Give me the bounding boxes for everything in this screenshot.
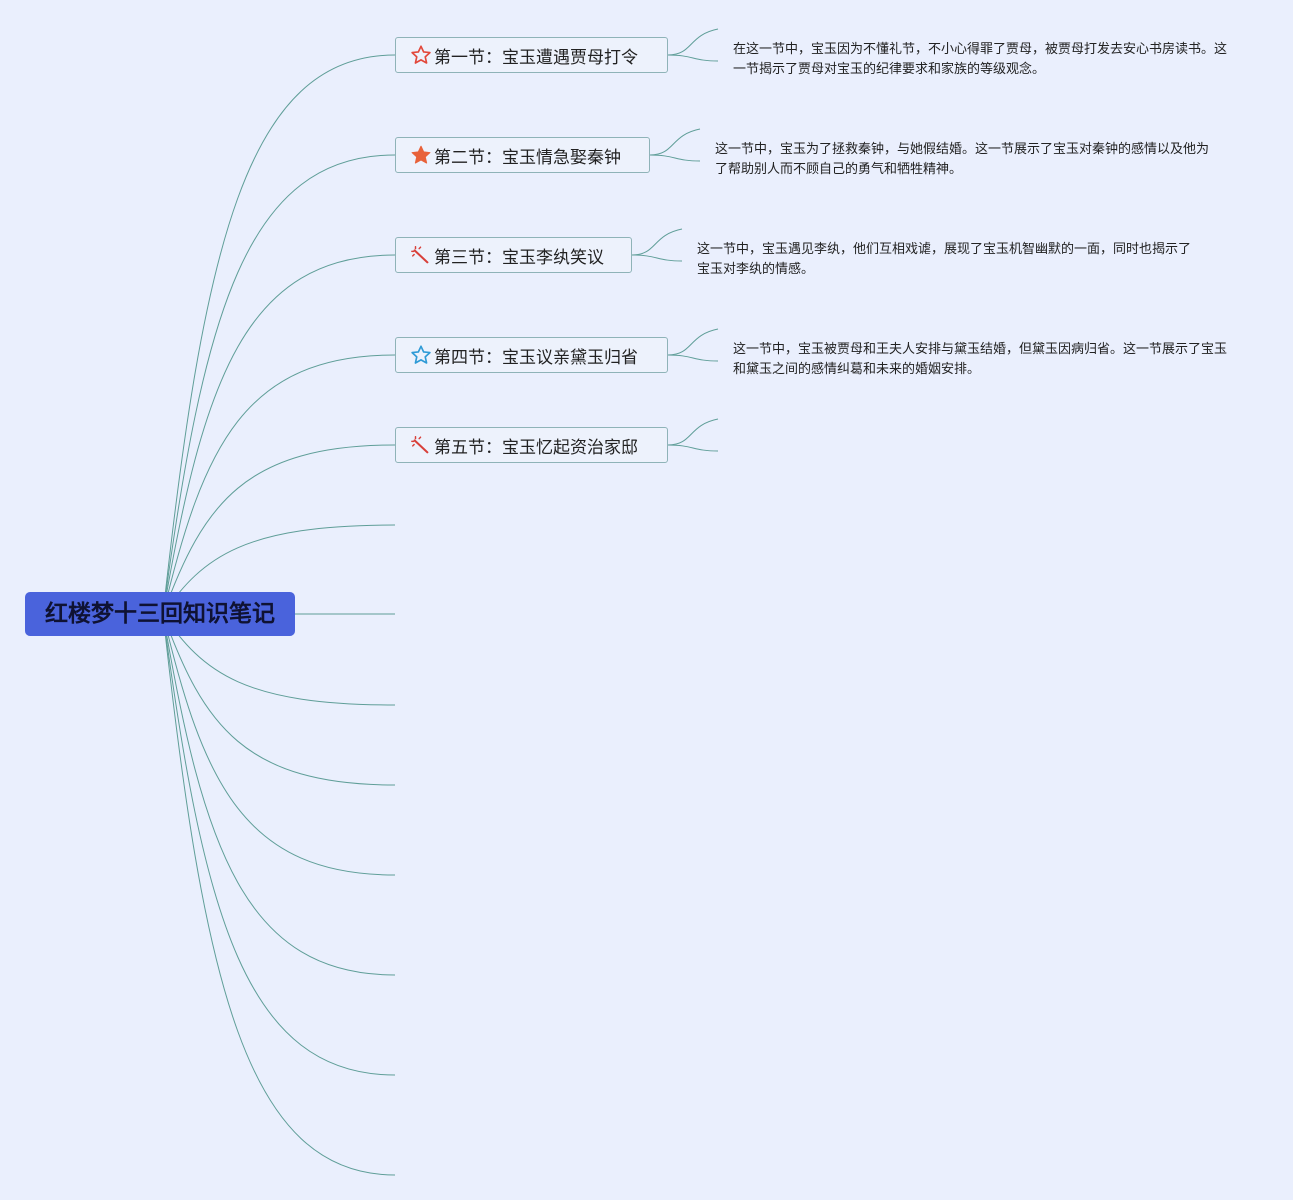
magic-wand-icon: [410, 434, 432, 456]
note-connector: [631, 228, 683, 256]
branch-connector: [162, 613, 396, 786]
note-connector: [667, 28, 719, 56]
section-topic-1[interactable]: 第一节：宝玉遭遇贾母打令: [395, 37, 668, 73]
note-connector: [667, 418, 719, 446]
section-topic-label: 第四节：宝玉议亲黛玉归省: [434, 347, 638, 368]
note-connector: [667, 444, 719, 452]
note-connector: [667, 54, 719, 62]
section-note-2: 这一节中，宝玉为了拯救秦钟，与她假结婚。这一节展示了宝玉对秦钟的感情以及他为了帮…: [715, 142, 1210, 177]
branch-connector: [162, 444, 396, 615]
section-topic-5[interactable]: 第五节：宝玉忆起资治家邸: [395, 427, 668, 463]
branch-connector: [162, 354, 396, 615]
section-topic-4[interactable]: 第四节：宝玉议亲黛玉归省: [395, 337, 668, 373]
note-connector: [631, 254, 683, 262]
branch-connector: [162, 54, 396, 615]
branch-connector: [162, 254, 396, 615]
section-note-3: 这一节中，宝玉遇见李纨，他们互相戏谑，展现了宝玉机智幽默的一面，同时也揭示了宝玉…: [697, 242, 1192, 277]
star-outline-icon: [410, 44, 432, 66]
section-topic-label: 第五节：宝玉忆起资治家邸: [434, 437, 638, 458]
branch-connector: [162, 613, 396, 876]
section-topic-2[interactable]: 第二节：宝玉情急娶秦钟: [395, 137, 650, 173]
note-connector: [649, 128, 701, 156]
star-outline-icon: [410, 344, 432, 366]
branch-connector: [162, 613, 396, 1176]
branch-connector: [162, 613, 396, 976]
section-note-4: 这一节中，宝玉被贾母和王夫人安排与黛玉结婚，但黛玉因病归省。这一节展示了宝玉和黛…: [733, 342, 1228, 377]
section-note-1: 在这一节中，宝玉因为不懂礼节，不小心得罪了贾母，被贾母打发去安心书房读书。这一节…: [733, 42, 1228, 77]
section-topic-label: 第三节：宝玉李纨笑议: [434, 247, 604, 268]
section-topic-label: 第一节：宝玉遭遇贾母打令: [434, 47, 638, 68]
branch-connector: [162, 613, 396, 1076]
note-connector: [667, 354, 719, 362]
magic-wand-icon: [410, 244, 432, 266]
section-topic-label: 第二节：宝玉情急娶秦钟: [434, 147, 621, 168]
section-topic-3[interactable]: 第三节：宝玉李纨笑议: [395, 237, 632, 273]
note-connector: [667, 328, 719, 356]
central-topic[interactable]: 红楼梦十三回知识笔记: [25, 592, 295, 636]
star-filled-icon: [410, 144, 432, 166]
note-connector: [649, 154, 701, 162]
branch-connector: [162, 154, 396, 615]
